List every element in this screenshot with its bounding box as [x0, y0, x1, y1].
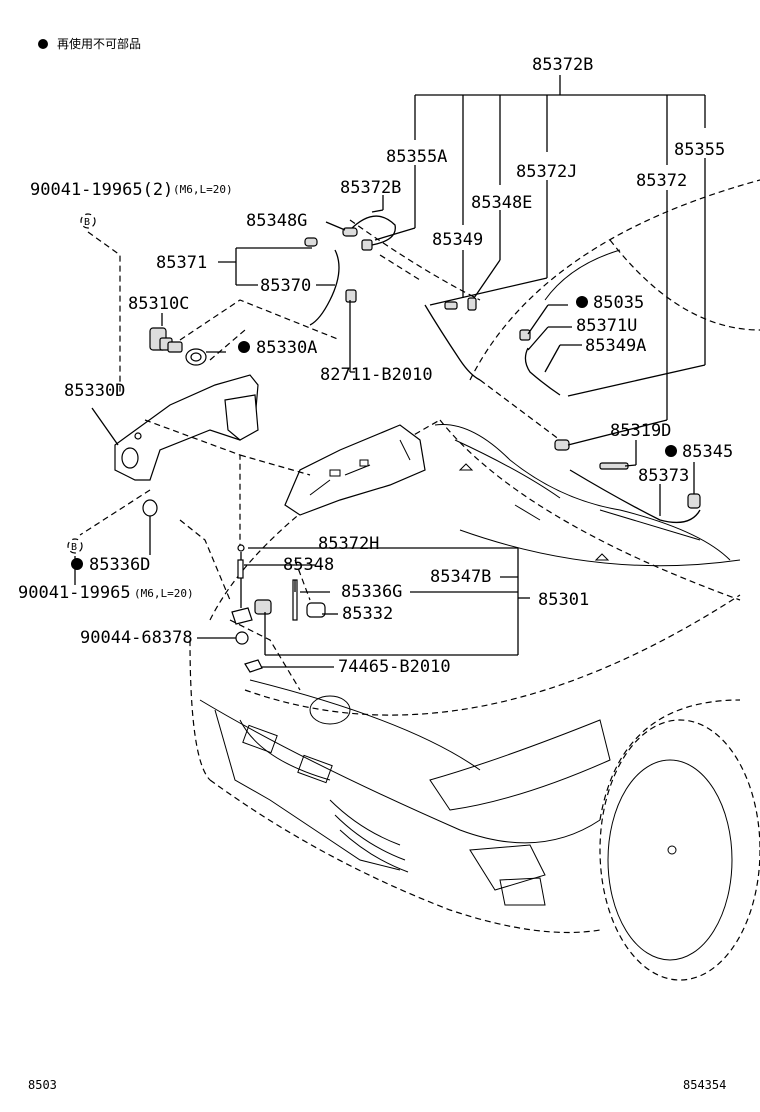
label-85355: 85355	[674, 140, 725, 160]
washer-motor-85310C	[149, 327, 183, 353]
label-85035: 85035	[593, 293, 644, 313]
non-reusable-dot-icon	[238, 341, 250, 353]
part-labels: 85372B 85355A 85372J 85355 85372 90041-1…	[18, 55, 733, 677]
non-reusable-dot-icon	[38, 39, 48, 49]
leader-lines	[74, 75, 706, 691]
washer-bracket-85330D	[114, 374, 259, 481]
callout-b-bottom: B	[67, 538, 83, 554]
label-85319D: 85319D	[610, 421, 671, 441]
label-85372: 85372	[636, 171, 687, 191]
label-85348G: 85348G	[246, 211, 307, 231]
cap-85336D	[142, 499, 158, 517]
label-85371U: 85371U	[576, 316, 637, 336]
label-85349: 85349	[432, 230, 483, 250]
label-85310C: 85310C	[128, 294, 189, 314]
label-85372B-mid: 85372B	[340, 178, 401, 198]
non-reusable-dot-icon	[576, 296, 588, 308]
label-85347B: 85347B	[430, 567, 491, 587]
vehicle-body-outline	[189, 179, 760, 981]
label-85348E: 85348E	[471, 193, 532, 213]
svg-text:B: B	[84, 217, 90, 228]
label-90044-68378: 90044-68378	[80, 628, 193, 648]
label-85370: 85370	[260, 276, 311, 296]
footer-right-code: 854354	[683, 1078, 726, 1092]
footer-left-code: 8503	[28, 1078, 57, 1092]
label-85373: 85373	[638, 466, 689, 486]
label-74465-B2010: 74465-B2010	[338, 657, 451, 677]
callout-b-top: B	[80, 213, 96, 229]
hood-panel-detail	[284, 424, 426, 516]
label-85349A: 85349A	[585, 336, 646, 356]
grommet-85330A	[185, 348, 207, 366]
label-85371: 85371	[156, 253, 207, 273]
label-90041-bottom-spec: (M6,L=20)	[134, 587, 194, 600]
label-85355A: 85355A	[386, 147, 447, 167]
label-85330A: 85330A	[256, 338, 317, 358]
label-85330D: 85330D	[64, 381, 125, 401]
label-85372J: 85372J	[516, 162, 577, 182]
label-90041-bottom: 90041-19965	[18, 583, 131, 603]
label-85301: 85301	[538, 590, 589, 610]
non-reusable-dot-icon	[665, 445, 677, 457]
label-85348: 85348	[283, 555, 334, 575]
non-reusable-dot-icon	[71, 558, 83, 570]
legend-text: 再使用不可部品	[57, 36, 141, 51]
label-85336D: 85336D	[89, 555, 150, 575]
svg-text:B: B	[71, 542, 77, 553]
label-85332: 85332	[342, 604, 393, 624]
label-82711-B2010: 82711-B2010	[320, 365, 433, 385]
label-90041-top: 90041-19965(2)	[30, 180, 173, 200]
label-90041-top-spec: (M6,L=20)	[173, 183, 233, 196]
hood-lock-parts	[231, 544, 326, 673]
label-85372H: 85372H	[318, 534, 379, 554]
label-85345: 85345	[682, 442, 733, 462]
label-85336G: 85336G	[341, 582, 402, 602]
hose-assembly	[304, 215, 701, 524]
label-85372B-top: 85372B	[532, 55, 593, 75]
